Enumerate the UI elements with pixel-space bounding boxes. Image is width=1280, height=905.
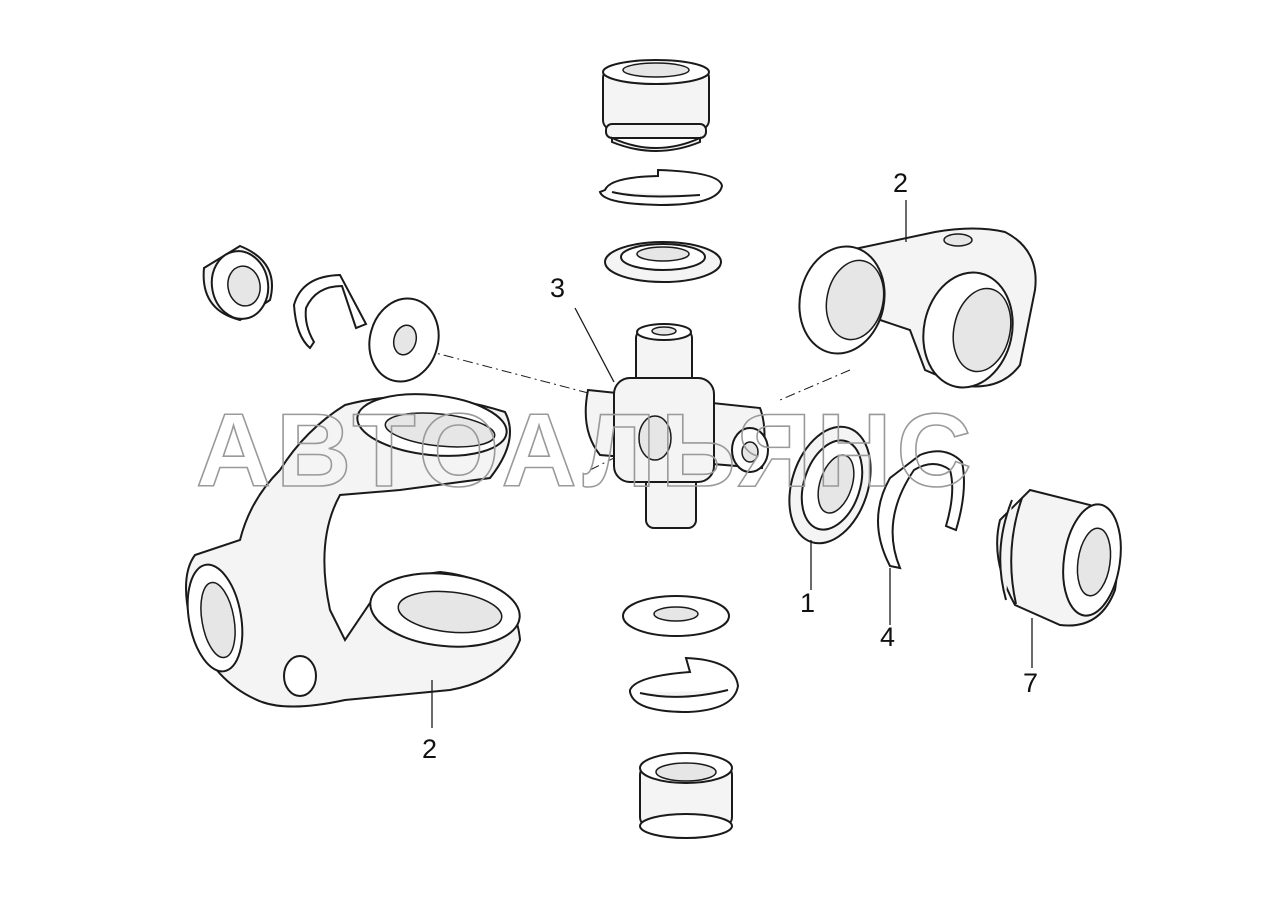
callout-2-top: 2 — [893, 168, 908, 198]
callout-7: 7 — [1023, 668, 1038, 698]
left-yoke — [185, 393, 522, 708]
right-snap-ring — [877, 450, 965, 570]
left-needle-bearing — [202, 244, 273, 322]
right-seal — [788, 425, 872, 545]
top-seal — [604, 241, 722, 283]
leader-lines — [431, 200, 1033, 728]
top-bearing-cup — [602, 59, 710, 152]
left-snap-ring — [292, 273, 368, 350]
watermark-text: АВТОАЛЬЯНС — [196, 393, 977, 509]
bottom-needle-bearing — [639, 752, 733, 839]
cross-spider — [584, 323, 769, 529]
callout-1: 1 — [800, 588, 815, 618]
right-bearing-cup — [996, 488, 1122, 627]
callout-4: 4 — [880, 622, 895, 652]
right-yoke — [798, 227, 1037, 389]
callout-3: 3 — [550, 273, 565, 303]
top-snap-ring — [598, 168, 724, 207]
left-washer — [368, 297, 440, 383]
bottom-washer — [622, 595, 730, 637]
callout-2-bottom: 2 — [422, 734, 437, 764]
bottom-snap-ring — [629, 656, 740, 714]
